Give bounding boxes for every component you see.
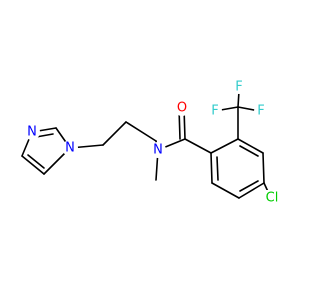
amide-n-atom: N: [150, 142, 166, 158]
bond-chain-3: [125, 121, 157, 142]
bond-ring-c4-c5-inner: [239, 180, 259, 192]
bond-ring-c1-c2: [210, 138, 239, 154]
bond-imid-c4-c5-inner: [27, 154, 45, 169]
amide-n-label: N: [153, 143, 163, 158]
bond-ring-c6-c1-inner: [216, 156, 219, 181]
bond-imid-c2-n3-inner: [35, 133, 54, 138]
bond-chain-2: [102, 121, 127, 146]
bond-imid-c4-c5: [21, 155, 45, 175]
fluorine-right-label: F: [257, 104, 264, 119]
imidazole-n1-atom: N: [62, 140, 78, 156]
bonds-layer: [21, 90, 271, 199]
atom-labels-layer: N N N O F F F Cl: [24, 80, 282, 206]
fluorine-left-label: F: [211, 104, 218, 119]
bond-ring-c6-c1: [210, 152, 213, 184]
imidazole-n1-label: N: [65, 141, 75, 156]
fluorine-right-atom: F: [254, 104, 268, 119]
chlorine-label: Cl: [266, 191, 279, 206]
molecule-structure-diagram: N N N O F F F Cl: [21, 79, 282, 206]
chlorine-atom: Cl: [262, 190, 282, 206]
bond-ring-c5-c6: [211, 182, 240, 199]
bond-carbonyl-c1: [184, 138, 212, 154]
imidazole-n3-atom: N: [24, 124, 40, 140]
bond-ring-c3-c4: [262, 152, 265, 184]
bond-ring-c2-c3-inner: [239, 145, 259, 157]
carbonyl-o-label: O: [177, 101, 187, 116]
bond-ring-c2-c3: [237, 138, 264, 154]
imidazole-n3-label: N: [27, 125, 37, 140]
carbonyl-o-atom: O: [174, 100, 190, 116]
fluorine-top-atom: F: [232, 80, 246, 95]
fluorine-left-atom: F: [208, 104, 222, 119]
bond-ring-c4-c5: [238, 182, 265, 199]
fluorine-top-label: F: [235, 80, 242, 95]
